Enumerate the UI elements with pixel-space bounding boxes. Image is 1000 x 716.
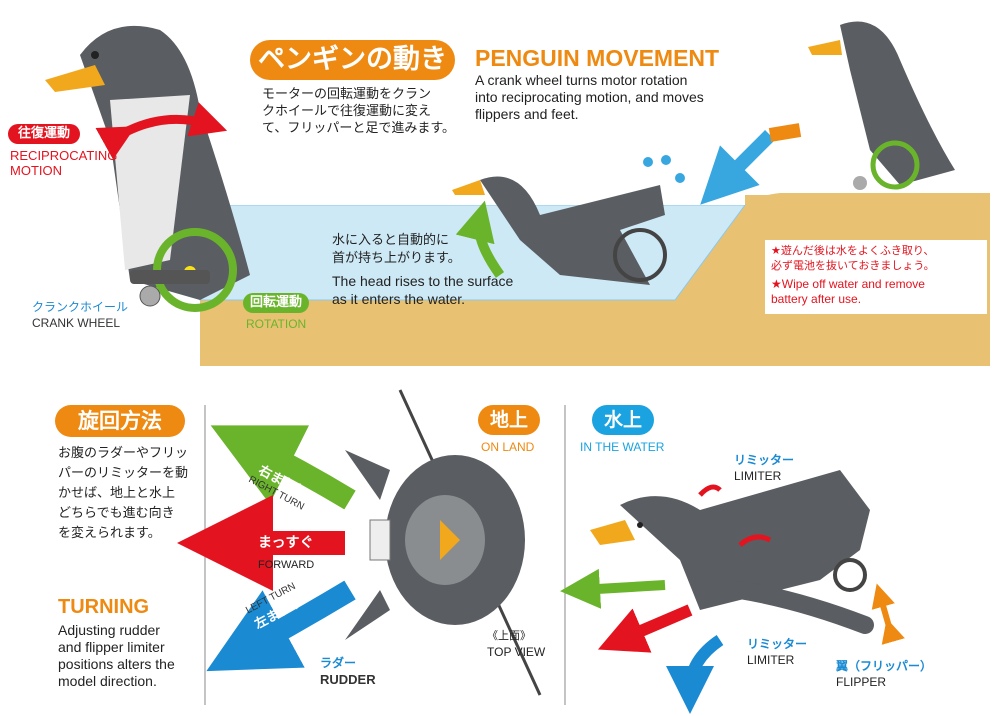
rotation-label-en: ROTATION bbox=[246, 317, 307, 331]
turning-desc-jp: お腹のラダーやフリッパーのリミッターを動かせば、地上と水上どちらでも進む向きを変… bbox=[58, 446, 189, 541]
on-land-label-en: ON LAND bbox=[481, 440, 535, 454]
forward-label-en: FORWARD bbox=[258, 559, 315, 571]
water-penguin-illustration bbox=[560, 470, 905, 714]
rudder-label-en: RUDDER bbox=[320, 672, 376, 687]
warning-box: ★遊んだ後は水をよくふき取り、必ず電池を抜いておきましょう。 ★Wipe off… bbox=[765, 240, 987, 314]
description-jp: モーターの回転運動をクランクホイールで往復運動に変えて、フリッパーと足で進みます… bbox=[262, 87, 456, 136]
in-water-label-jp: 水上 bbox=[592, 405, 654, 435]
flipper-label-en: FLIPPER bbox=[836, 675, 887, 689]
water-note-jp: 水に入ると自動的に首が持ち上がります。 bbox=[332, 233, 461, 266]
left-turn-arrow bbox=[206, 580, 356, 672]
limiter-label-jp: リミッター bbox=[747, 637, 808, 651]
on-land-label-jp: 地上 bbox=[478, 405, 540, 435]
right-turn-arrow bbox=[210, 425, 356, 510]
top-view-penguin-illustration bbox=[345, 389, 542, 696]
forward-label-jp: まっすぐ bbox=[258, 535, 314, 551]
crank-wheel-label-jp: クランクホイール bbox=[32, 300, 129, 314]
turning-title-en: TURNING bbox=[58, 596, 150, 618]
crank-wheel-label-en: CRANK WHEEL bbox=[32, 316, 121, 330]
limiter-label-en: LIMITER bbox=[734, 469, 782, 483]
turning-title-jp: 旋回方法 bbox=[55, 405, 185, 437]
limiter-label-en: LIMITER bbox=[747, 653, 795, 667]
title-en: PENGUIN MOVEMENT bbox=[475, 45, 720, 71]
flipper-label-jp: 翼（フリッパー） bbox=[836, 659, 933, 673]
penguin-entering-water-illustration bbox=[808, 21, 955, 190]
top-view-label-jp: 《上面》 bbox=[487, 629, 531, 642]
rudder-label-jp: ラダー bbox=[320, 656, 357, 670]
arrow-into-water bbox=[700, 130, 775, 205]
reciprocating-label-jp: 往復運動 bbox=[8, 124, 80, 144]
rotation-label-jp: 回転運動 bbox=[243, 293, 309, 313]
standing-penguin-illustration bbox=[45, 25, 250, 312]
in-water-label-en: IN THE WATER bbox=[580, 440, 665, 454]
limiter-label-jp: リミッター bbox=[734, 453, 795, 467]
top-view-label-en: TOP VIEW bbox=[487, 645, 546, 659]
swimming-penguin-illustration bbox=[452, 155, 685, 285]
title-jp: ペンギンの動き bbox=[250, 40, 455, 80]
